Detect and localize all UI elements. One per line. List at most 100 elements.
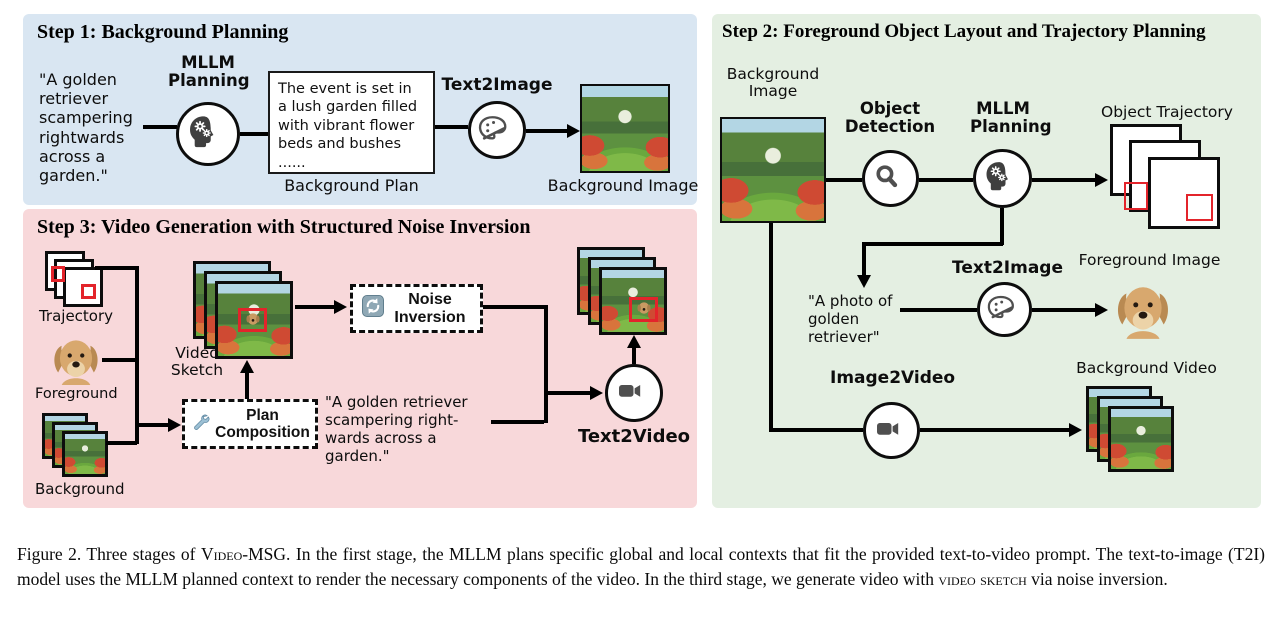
plan-composition-label: Plan Composition	[215, 406, 310, 441]
connector	[435, 125, 468, 129]
step3-title: Step 3: Video Generation with Structured…	[37, 216, 531, 238]
foreground-label: Foreground	[35, 386, 118, 402]
trajectory-red-box	[1124, 182, 1148, 210]
connector	[240, 132, 268, 136]
video-camera-icon	[614, 375, 654, 410]
step3-panel: Step 3: Video Generation with Structured…	[23, 209, 697, 508]
background-video-stack	[1086, 386, 1178, 476]
caption-text: via noise inversion.	[1026, 568, 1168, 589]
arrowhead	[627, 335, 641, 348]
background-plan-caption: Background Plan	[284, 176, 419, 195]
object-detection-node	[862, 150, 919, 207]
mllm-node	[973, 149, 1032, 208]
background-label: Background	[35, 480, 125, 498]
text2video-label: Text2Video	[577, 426, 691, 447]
arrowhead	[590, 386, 603, 400]
object-trajectory-stack	[1110, 124, 1222, 231]
foreground-prompt-text: "A photo of golden retriever"	[808, 292, 893, 346]
connector	[106, 441, 137, 445]
connector	[862, 242, 1003, 246]
background-image-caption: Background Image	[547, 176, 699, 195]
connector	[135, 266, 139, 444]
trajectory-red-box	[81, 284, 96, 299]
connector	[826, 178, 862, 182]
background-plan-box: The event is set in a lush garden filled…	[268, 71, 435, 174]
connector	[769, 428, 863, 432]
paint-palette-icon	[476, 112, 518, 149]
connector	[483, 305, 547, 309]
text2image-label: Text2Image	[952, 258, 1063, 278]
plan-composition-box: Plan Composition	[182, 399, 318, 449]
background-image	[720, 117, 826, 223]
caption-smallcaps-video-msg: Video-MSG	[200, 543, 287, 564]
arrowhead	[334, 300, 347, 314]
caption-text: Three stages of	[81, 543, 201, 564]
background-image-label: Background Image	[726, 65, 820, 101]
step1-title: Step 1: Background Planning	[37, 21, 289, 43]
background-frame	[62, 431, 108, 477]
connector	[920, 428, 1070, 432]
image2video-label: Image2Video	[830, 368, 956, 388]
step2-panel: Step 2: Foreground Object Layout and Tra…	[712, 14, 1261, 508]
foreground-image-label: Foreground Image	[1078, 251, 1221, 269]
video-sketch-label: Video Sketch	[170, 344, 224, 380]
text2video-node	[605, 364, 663, 422]
trajectory-label: Trajectory	[38, 307, 114, 325]
connector	[245, 372, 249, 399]
trajectory-red-box	[1186, 194, 1213, 221]
trajectory-stack	[45, 251, 123, 323]
text2image-label: Text2Image	[441, 75, 553, 95]
brain-with-gears-icon	[184, 113, 232, 154]
connector	[919, 178, 973, 182]
arrowhead	[1095, 303, 1108, 317]
image2video-node	[863, 402, 920, 459]
background-stack	[42, 413, 110, 479]
video-camera-icon	[872, 413, 912, 448]
brain-with-gears-icon	[981, 159, 1025, 197]
mini-dog-icon	[635, 300, 653, 319]
final-red-box	[629, 297, 658, 322]
trajectory-frame	[1148, 157, 1220, 229]
connector	[1032, 178, 1096, 182]
connector	[135, 423, 169, 427]
connector	[102, 358, 137, 362]
noise-inversion-label: Noise Inversion	[394, 290, 466, 326]
object-detection-label: Object Detection	[844, 99, 936, 137]
connector	[769, 223, 773, 431]
step1-panel: Step 1: Background Planning "A golden re…	[23, 14, 698, 205]
sketch-red-box	[238, 308, 267, 332]
arrowhead	[240, 360, 254, 373]
magnifying-glass-icon	[871, 161, 911, 196]
connector	[526, 129, 568, 133]
connector	[544, 305, 548, 423]
connector	[900, 308, 977, 312]
foreground-dog-image	[1112, 276, 1174, 344]
video-frame	[1108, 406, 1174, 472]
mllm-node	[176, 102, 240, 166]
arrowhead	[857, 275, 871, 288]
refresh-arrows-icon	[362, 295, 384, 322]
connector	[632, 345, 636, 364]
step1-prompt-text: "A golden retriever scampering rightward…	[39, 70, 133, 185]
mllm-planning-label: MLLM Planning	[970, 99, 1052, 137]
trajectory-red-box	[51, 266, 65, 282]
arrowhead	[168, 418, 181, 432]
final-video-stack	[577, 247, 689, 337]
connector	[1000, 208, 1004, 245]
background-video-label: Background Video	[1076, 359, 1217, 377]
caption-text: . In the first stage, the MLLM plans spe…	[17, 543, 1265, 589]
paint-palette-icon	[985, 292, 1025, 327]
connector	[95, 266, 137, 270]
arrowhead	[1095, 173, 1108, 187]
object-trajectory-label: Object Trajectory	[1101, 103, 1233, 121]
video-sketch-stack	[193, 261, 315, 361]
video-frame	[215, 281, 293, 359]
mini-dog-icon	[244, 311, 262, 330]
foreground-dog-image	[48, 335, 104, 385]
connector	[1032, 308, 1096, 312]
connector	[295, 305, 335, 309]
figure-caption: Figure 2. Three stages of Video-MSG. In …	[17, 542, 1265, 592]
step3-prompt-text: "A golden retriever scampering right-war…	[325, 393, 468, 465]
mllm-planning-label: MLLM Planning	[168, 53, 250, 91]
